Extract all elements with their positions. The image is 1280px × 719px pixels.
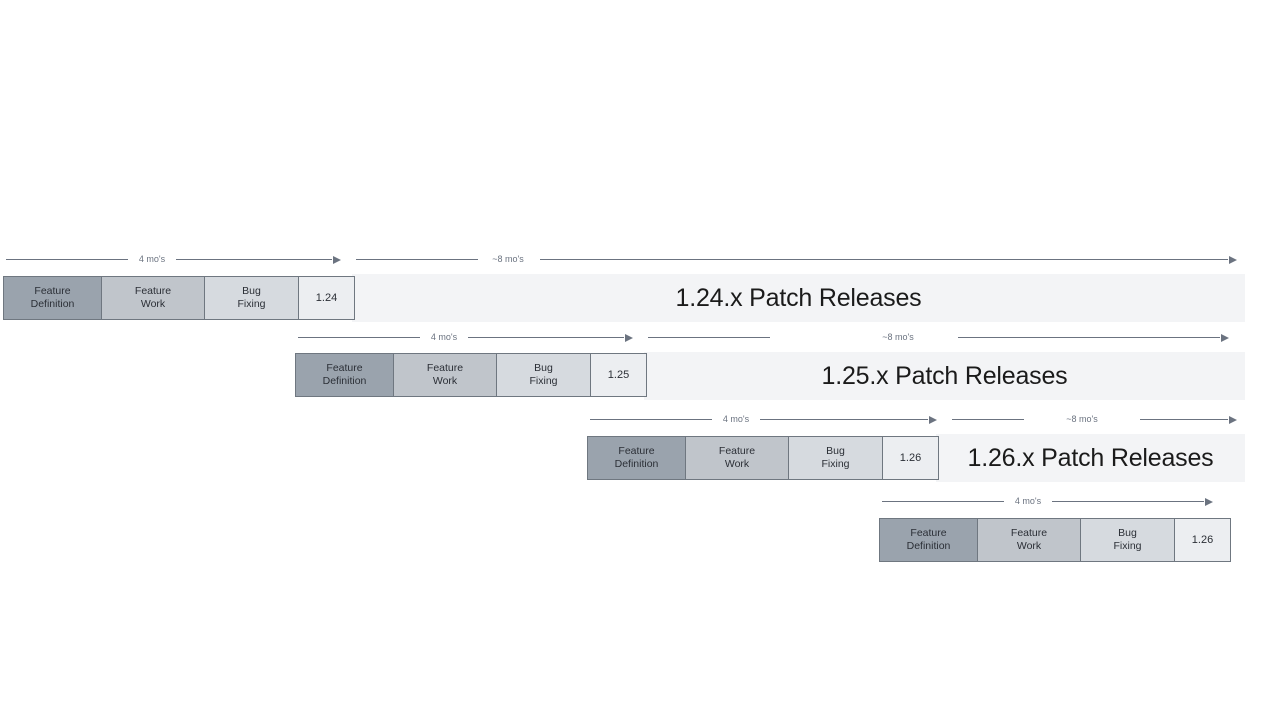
dimension-patch-1.25-1-segment-right	[958, 337, 1220, 338]
dimension-development-1.26-2-segment-left	[590, 419, 712, 420]
patch-release-label: 1.26.x Patch Releases	[967, 443, 1214, 472]
phase-box-feature-definition-line2: Definition	[614, 458, 659, 470]
phase-box-feature-definition-line2: Definition	[906, 540, 951, 552]
dimension-patch-1.24-0-arrowhead-icon	[1229, 255, 1237, 264]
phase-box-version-tag: 1.24	[299, 276, 355, 320]
phase-box-feature-work-line2: Work	[140, 298, 166, 310]
dimension-patch-1.25-1-segment-left	[648, 337, 770, 338]
dimension-patch-1.26-2-segment-left	[952, 419, 1024, 420]
phase-box-version-tag: 1.25	[591, 353, 647, 397]
phase-box-bug-fixing-line2: Fixing	[821, 458, 850, 470]
patch-release-label: 1.25.x Patch Releases	[821, 361, 1068, 390]
dimension-development-1.26-2-label: 4 mo's	[722, 414, 750, 424]
dimension-patch-1.24-0: ~8 mo's	[0, 252, 1280, 268]
dimension-development-1.26-2-segment-right	[760, 419, 928, 420]
dimension-development-1.24-0-segment-left	[6, 259, 128, 260]
dimension-development-1.24-0: 4 mo's	[0, 252, 1280, 268]
phase-box-feature-definition-line1: Feature	[34, 285, 71, 297]
phase-box-version-tag-line1: 1.24	[315, 291, 338, 304]
phase-box-feature-definition-line2: Definition	[30, 298, 75, 310]
dimension-development-1.25-1-segment-right	[468, 337, 624, 338]
dimension-development-1.26-2: 4 mo's	[0, 412, 1280, 428]
phase-box-bug-fixing-line1: Bug	[534, 362, 553, 374]
phase-box-feature-work-line2: Work	[1016, 540, 1042, 552]
dimension-patch-1.26-2-arrowhead-icon	[1229, 415, 1237, 424]
dimension-development-1.26-3-label: 4 mo's	[1014, 496, 1042, 506]
dimension-patch-1.24-0-segment-right	[540, 259, 1228, 260]
phase-box-version-tag: 1.26	[883, 436, 939, 480]
phase-box-bug-fixing-line1: Bug	[242, 285, 261, 297]
dimension-development-1.25-1-arrowhead-icon	[625, 333, 633, 342]
phase-box-feature-definition-line1: Feature	[618, 445, 655, 457]
dimension-development-1.26-3-segment-right	[1052, 501, 1204, 502]
dimension-development-1.25-1-label: 4 mo's	[430, 332, 458, 342]
phase-box-feature-definition-line1: Feature	[910, 527, 947, 539]
phase-box-version-tag-line1: 1.25	[607, 368, 630, 381]
phase-box-feature-work-line2: Work	[724, 458, 750, 470]
dimension-development-1.25-1-segment-left	[298, 337, 420, 338]
phase-box-bug-fixing-line2: Fixing	[237, 298, 266, 310]
phase-box-feature-definition-line1: Feature	[326, 362, 363, 374]
dimension-patch-1.25-1-arrowhead-icon	[1221, 333, 1229, 342]
phase-box-bug-fixing-line1: Bug	[826, 445, 845, 457]
phase-box-bug-fixing-line1: Bug	[1118, 527, 1137, 539]
dimension-patch-1.25-1-label: ~8 mo's	[882, 332, 914, 342]
patch-release-band: 1.26.x Patch Releases	[936, 434, 1245, 482]
dimension-patch-1.26-2-label: ~8 mo's	[1066, 414, 1098, 424]
dimension-patch-1.24-0-label: ~8 mo's	[492, 254, 524, 264]
phase-box-feature-definition-line2: Definition	[322, 375, 367, 387]
phase-box-feature-work-line2: Work	[432, 375, 458, 387]
phase-box-bug-fixing-line2: Fixing	[1113, 540, 1142, 552]
phase-box-version-tag: 1.26	[1175, 518, 1231, 562]
dimension-development-1.24-0-label: 4 mo's	[138, 254, 166, 264]
phase-box-feature-work-line1: Feature	[718, 445, 756, 457]
dimension-development-1.24-0-segment-right	[176, 259, 332, 260]
phase-box-version-tag-line1: 1.26	[899, 451, 922, 464]
dimension-patch-1.25-1: ~8 mo's	[0, 330, 1280, 346]
dimension-development-1.26-3: 4 mo's	[0, 494, 1280, 510]
dimension-development-1.26-2-arrowhead-icon	[929, 415, 937, 424]
dimension-patch-1.24-0-segment-left	[356, 259, 478, 260]
dimension-patch-1.26-2: ~8 mo's	[0, 412, 1280, 428]
phase-box-feature-work-line1: Feature	[134, 285, 172, 297]
dimension-patch-1.26-2-segment-right	[1140, 419, 1228, 420]
phase-box-version-tag-line1: 1.26	[1191, 533, 1214, 546]
patch-release-label: 1.24.x Patch Releases	[675, 283, 922, 312]
dimension-development-1.24-0-arrowhead-icon	[333, 255, 341, 264]
patch-release-band: 1.24.x Patch Releases	[352, 274, 1245, 322]
phase-box-feature-work-line1: Feature	[1010, 527, 1048, 539]
patch-release-band: 1.25.x Patch Releases	[644, 352, 1245, 400]
dimension-development-1.26-3-arrowhead-icon	[1205, 497, 1213, 506]
dimension-development-1.25-1: 4 mo's	[0, 330, 1280, 346]
phase-box-feature-work-line1: Feature	[426, 362, 464, 374]
phase-box-bug-fixing-line2: Fixing	[529, 375, 558, 387]
dimension-development-1.26-3-segment-left	[882, 501, 1004, 502]
